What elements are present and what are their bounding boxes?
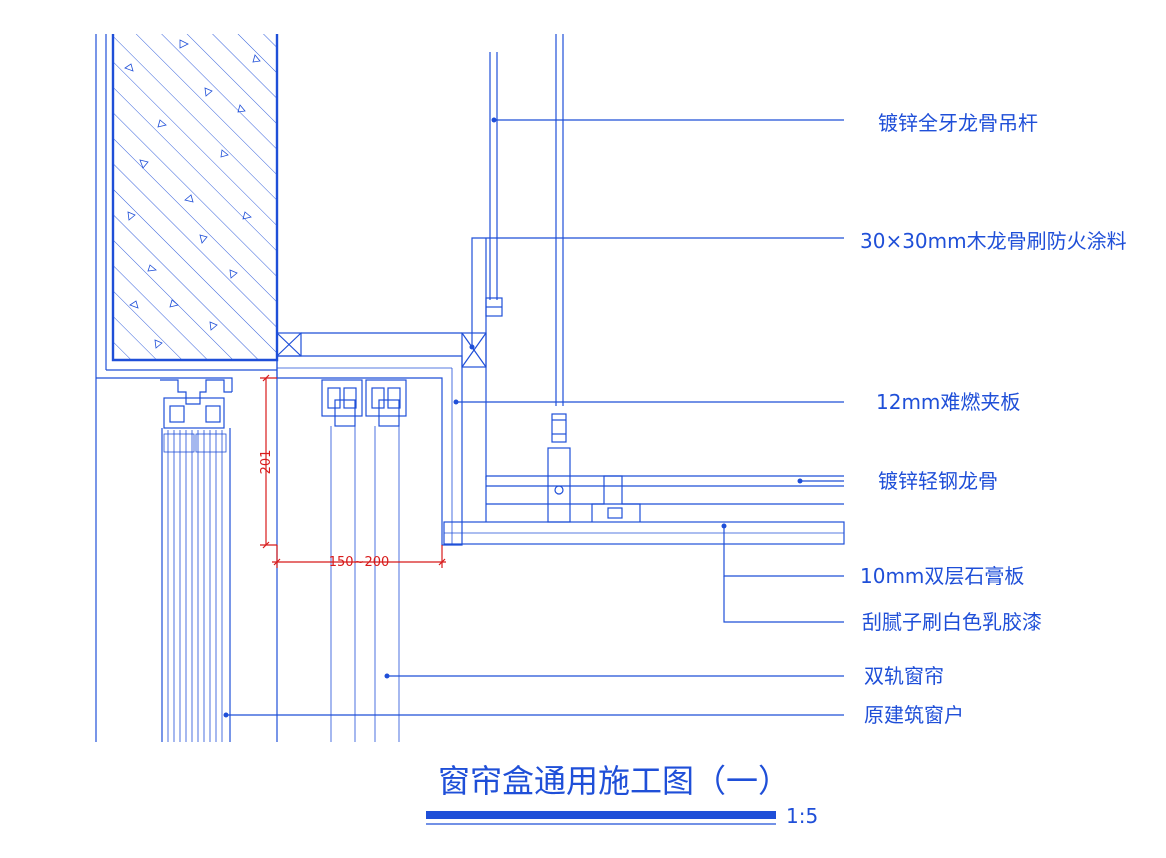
- gypsum-board-ceiling: [443, 521, 845, 545]
- leader-lines: [223, 117, 844, 718]
- wall-finish-lines: [95, 34, 278, 742]
- aggregate-marks: [124, 39, 261, 349]
- title-underline-thick: [426, 811, 776, 819]
- label-curtain-track: 双轨窗帘: [864, 664, 944, 688]
- drawing-title: 窗帘盒通用施工图（一）: [438, 762, 790, 800]
- labels: 镀锌全牙龙骨吊杆 30×30mm木龙骨刷防火涂料 12mm难燃夹板 镀锌轻钢龙骨…: [860, 111, 1127, 727]
- label-paint: 刮腻子刷白色乳胶漆: [862, 610, 1042, 634]
- label-window: 原建筑窗户: [864, 703, 964, 727]
- label-steel-keel: 镀锌轻钢龙骨: [878, 469, 998, 493]
- curtain-tracks: [321, 379, 407, 742]
- dimension-horizontal: 150~200: [329, 555, 390, 570]
- dimensions: 201 150~200: [259, 374, 446, 570]
- curtain-box-board: [276, 355, 463, 546]
- label-wood-keel: 30×30mm木龙骨刷防火涂料: [860, 229, 1127, 253]
- wood-keel-blocks: [276, 238, 487, 480]
- hanger-rods: [485, 34, 571, 523]
- label-fire-board: 12mm难燃夹板: [876, 390, 1020, 414]
- concrete-wall: [111, 34, 279, 362]
- label-gypsum-board: 10mm双层石膏板: [860, 564, 1024, 588]
- window-frame: [160, 379, 232, 742]
- label-hanger-rod: 镀锌全牙龙骨吊杆: [878, 111, 1038, 135]
- dimension-vertical: 201: [259, 450, 274, 475]
- steel-keel: [485, 475, 844, 522]
- title-block: 窗帘盒通用施工图（一） 1:5: [426, 762, 818, 828]
- drawing-scale: 1:5: [786, 804, 818, 828]
